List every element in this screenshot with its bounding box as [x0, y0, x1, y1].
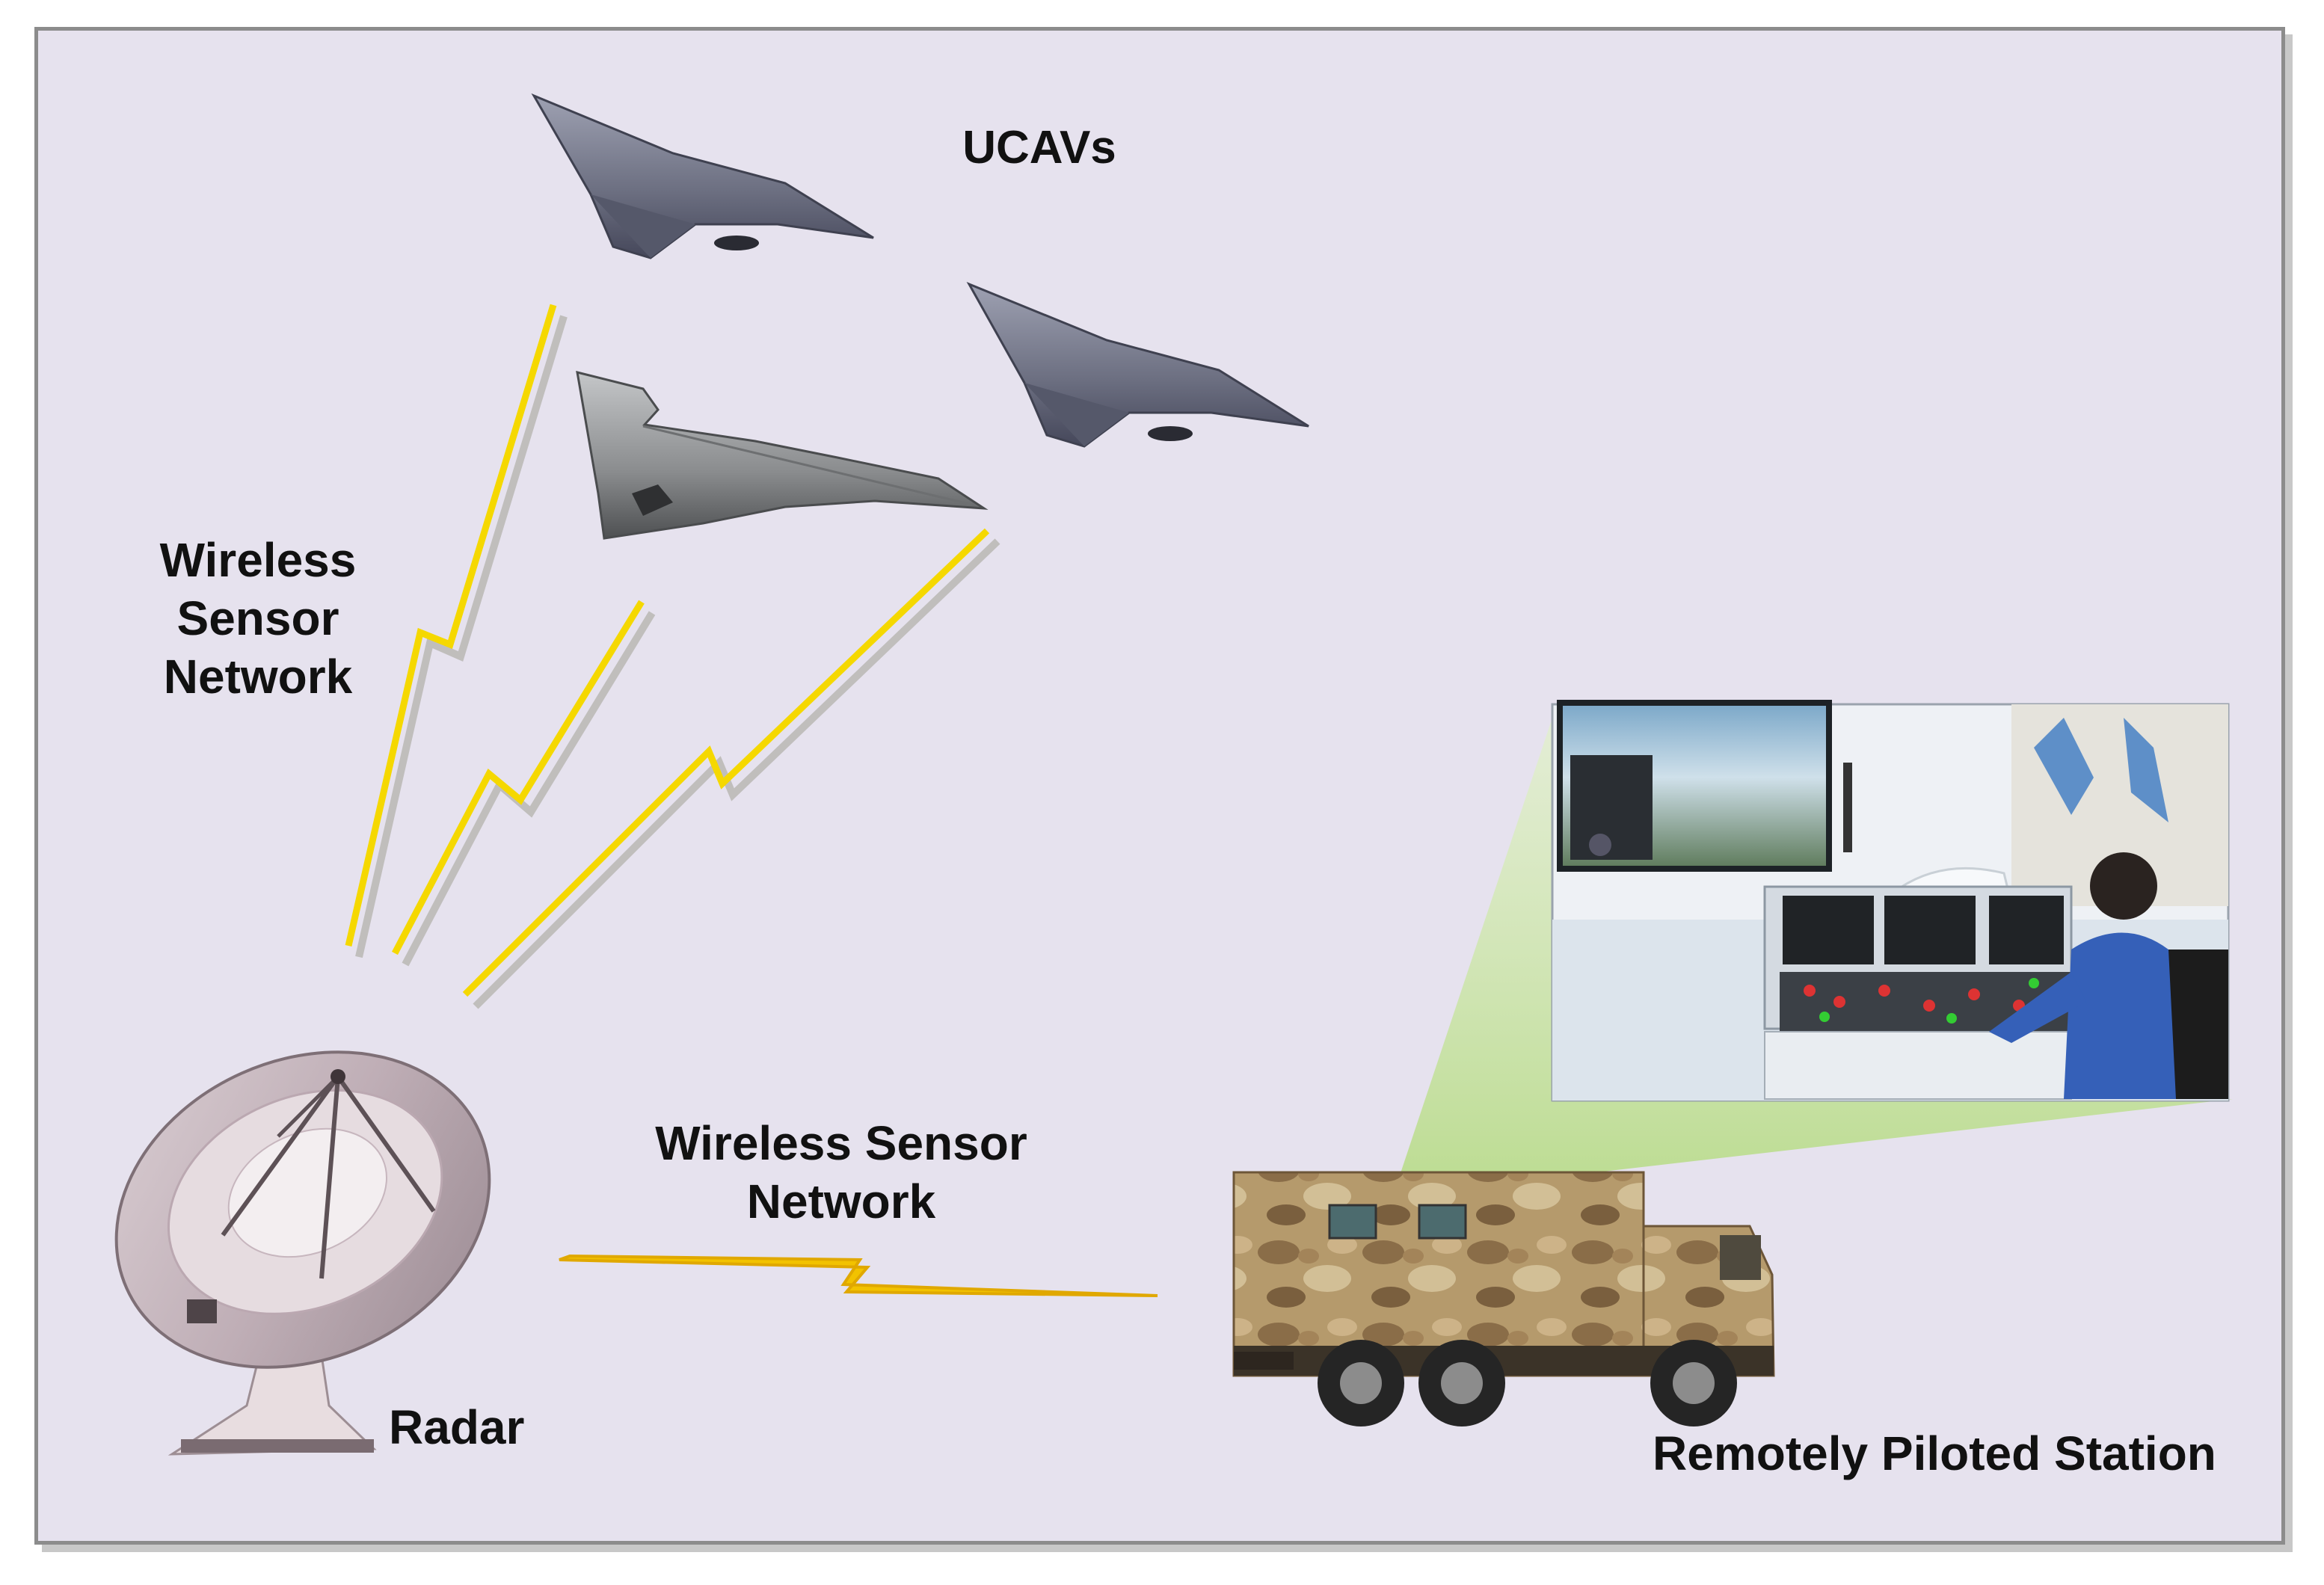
ucav-drone-icon — [969, 284, 1309, 446]
radar-label: Radar — [389, 1398, 561, 1456]
remotely-piloted-station-label: Remotely Piloted Station — [1653, 1424, 2281, 1483]
wireless-sensor-network-label-bottom: Wireless Sensor Network — [621, 1114, 1062, 1231]
ucav-drone-icon — [577, 372, 984, 538]
lightning-bolt-icon — [559, 1256, 1158, 1296]
radar-dish-icon — [66, 994, 540, 1454]
ucavs-label: UCAVs — [927, 120, 1152, 176]
military-truck-icon — [1234, 1172, 1774, 1426]
ucav-drone-icon — [534, 96, 873, 258]
lightning-bolt-icon — [395, 602, 652, 964]
wireless-sensor-network-label-left: Wireless Sensor Network — [120, 531, 396, 706]
lightning-bolt-icon — [465, 531, 997, 1006]
control-room-icon — [1552, 703, 2228, 1101]
